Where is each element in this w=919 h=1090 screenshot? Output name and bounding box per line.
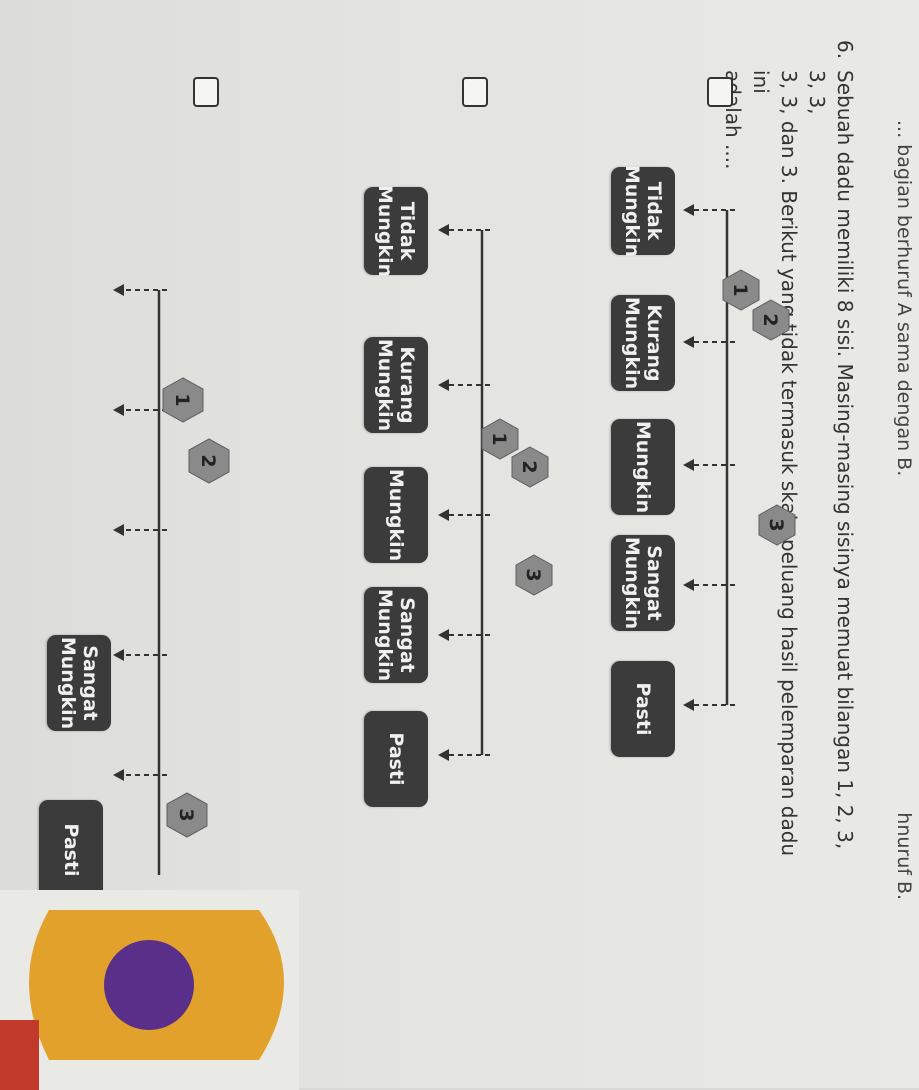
die-1-icon: 1 [481, 418, 519, 460]
svg-text:3: 3 [175, 808, 197, 821]
label-text: Kurang [643, 304, 665, 382]
label-text: Mungkin [621, 536, 643, 630]
svg-text:3: 3 [765, 518, 787, 531]
arrow-2 [438, 509, 449, 521]
option-c-scale-diagram: 1 2 3 [113, 284, 230, 875]
arrow-0 [438, 224, 449, 236]
ad-corner-shape [0, 1020, 39, 1090]
svg-text:1: 1 [729, 283, 751, 296]
question-line-1: Sebuah dadu memiliki 8 sisi. Masing-masi… [805, 70, 857, 850]
die-2-icon: 2 [752, 299, 790, 341]
svg-text:2: 2 [759, 313, 781, 326]
label-text: Sangat [79, 645, 101, 721]
label-text: Pasti [60, 823, 82, 877]
arrow-3 [438, 629, 449, 641]
label-text: Pasti [385, 732, 407, 786]
svg-text:2: 2 [518, 460, 540, 473]
die-2-icon: 2 [511, 446, 549, 488]
label-text: Mungkin [385, 468, 407, 562]
die-3-icon: 3 [166, 792, 208, 838]
arrow-4 [683, 699, 694, 711]
label-text: Sangat [643, 545, 665, 621]
label-text: Sangat [396, 597, 418, 673]
die-2-icon: 2 [188, 438, 230, 484]
svg-text:1: 1 [171, 393, 193, 406]
arrow-1 [438, 379, 449, 391]
label-text: Kurang [396, 346, 418, 424]
arrow-1 [683, 336, 694, 348]
label-text: Mungkin [374, 588, 396, 682]
svg-text:1: 1 [488, 432, 510, 445]
option-b-scale-diagram: 1 2 3 [438, 224, 553, 761]
arrow-4 [113, 769, 124, 781]
label-text: Pasti [632, 682, 654, 736]
label-text: Tidak [396, 201, 418, 261]
label-text: Mungkin [57, 636, 79, 730]
label-text: Mungkin [374, 338, 396, 432]
label-pasti: Pasti [364, 711, 428, 807]
previous-line: ... bagian berhuruf A sama dengan B. [893, 120, 915, 477]
label-pasti: Pasti [611, 661, 675, 757]
cropped-advertisement [0, 890, 299, 1090]
arrow-2 [683, 459, 694, 471]
arrow-3 [683, 579, 694, 591]
label-text: Tidak [643, 181, 665, 241]
advertisement-graphic [0, 890, 299, 1090]
question-number: 6. [833, 40, 857, 60]
die-3-icon: 3 [758, 504, 796, 546]
arrow-1 [113, 404, 124, 416]
svg-text:3: 3 [522, 568, 544, 581]
ad-figure-icon [104, 940, 194, 1030]
arrow-2 [113, 524, 124, 536]
label-text: Mungkin [374, 184, 396, 278]
arrow-0 [683, 204, 694, 216]
arrow-0 [113, 284, 124, 296]
option-a-scale-diagram: 1 2 3 [683, 204, 796, 711]
label-pasti: Pasti [39, 800, 103, 900]
die-3-icon: 3 [515, 554, 553, 596]
label-text: Mungkin [621, 296, 643, 390]
previous-question-text: ... bagian berhuruf A sama dengan B. hnu… [893, 120, 915, 1020]
label-text: Mungkin [632, 420, 654, 514]
die-1-icon: 1 [162, 377, 204, 423]
die-1-icon: 1 [722, 269, 760, 311]
arrow-3 [113, 649, 124, 661]
arrow-4 [438, 749, 449, 761]
label-mungkin: Mungkin [364, 467, 428, 563]
label-text: Mungkin [621, 164, 643, 258]
previous-line-end: hnuruf B. [893, 812, 915, 901]
svg-text:2: 2 [197, 454, 219, 467]
label-mungkin: Mungkin [611, 419, 675, 515]
